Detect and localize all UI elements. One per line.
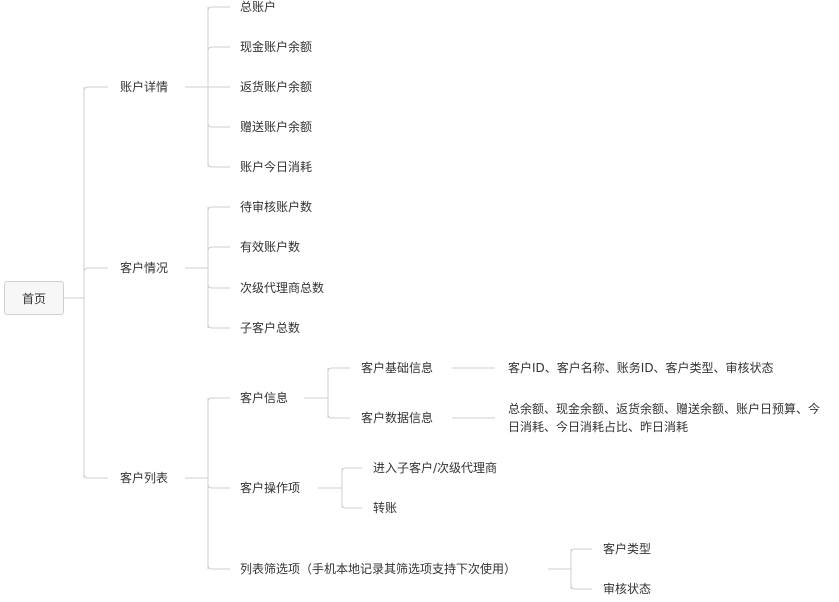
node-status-subagent[interactable]: 次级代理商总数: [240, 281, 325, 295]
node-info-data-detail[interactable]: 总余额、现金余额、返货余额、赠送余额、账户日预算、今日消耗、今日消耗占比、昨日消…: [508, 402, 821, 434]
node-account-cash[interactable]: 现金账户余额: [240, 40, 313, 54]
status-link-branch-2: [207, 283, 230, 289]
root-link-branch-2: [83, 473, 108, 479]
node-ops-transfer[interactable]: 转账: [373, 501, 398, 515]
node-account-total[interactable]: 总账户: [240, 0, 277, 14]
node-customer-info[interactable]: 客户信息: [240, 391, 289, 405]
status-link-branch-0: [207, 206, 230, 212]
node-info-basic[interactable]: 客户基础信息: [361, 361, 434, 375]
node-account-details[interactable]: 账户详情: [120, 80, 169, 94]
list-link-branch-1: [207, 483, 230, 489]
list-link-branch-2: [207, 564, 230, 570]
filter-link-branch-0: [570, 548, 592, 554]
node-status-subcustomer[interactable]: 子客户总数: [240, 321, 301, 335]
root-link-branch-0: [83, 86, 108, 92]
account-link-branch-3: [207, 122, 230, 128]
info-link-branch-1: [327, 413, 350, 419]
root-link-branch-1: [83, 267, 108, 273]
node-ops-enter-sub[interactable]: 进入子客户/次级代理商: [373, 461, 498, 475]
filter-link-branch-1: [570, 584, 592, 590]
node-account-return[interactable]: 返货账户余额: [240, 80, 313, 94]
account-link-branch-4: [207, 162, 230, 168]
node-status-valid[interactable]: 有效账户数: [240, 240, 301, 254]
node-customer-status[interactable]: 客户情况: [120, 261, 169, 275]
node-list-filter[interactable]: 列表筛选项（手机本地记录其筛选项支持下次使用）: [240, 562, 517, 576]
node-account-gift[interactable]: 赠送账户余额: [240, 120, 313, 134]
node-customer-ops[interactable]: 客户操作项: [240, 481, 301, 495]
node-info-basic-detail[interactable]: 客户ID、客户名称、账务ID、客户类型、审核状态: [508, 361, 774, 375]
ops-link-branch-1: [341, 503, 362, 509]
node-filter-audit[interactable]: 审核状态: [603, 582, 652, 596]
list-link-branch-0: [207, 397, 230, 403]
root-node[interactable]: 首页: [4, 281, 64, 315]
node-info-data[interactable]: 客户数据信息: [361, 411, 434, 425]
account-link-branch-0: [207, 6, 230, 12]
node-status-pending[interactable]: 待审核账户数: [240, 200, 313, 214]
account-link-branch-1: [207, 46, 230, 52]
node-customer-list[interactable]: 客户列表: [120, 471, 169, 485]
node-filter-type[interactable]: 客户类型: [603, 542, 652, 556]
info-link-branch-0: [327, 367, 350, 373]
ops-link-branch-0: [341, 467, 362, 473]
status-link-branch-3: [207, 323, 230, 329]
node-account-today[interactable]: 账户今日消耗: [240, 160, 313, 174]
status-link-branch-1: [207, 246, 230, 252]
